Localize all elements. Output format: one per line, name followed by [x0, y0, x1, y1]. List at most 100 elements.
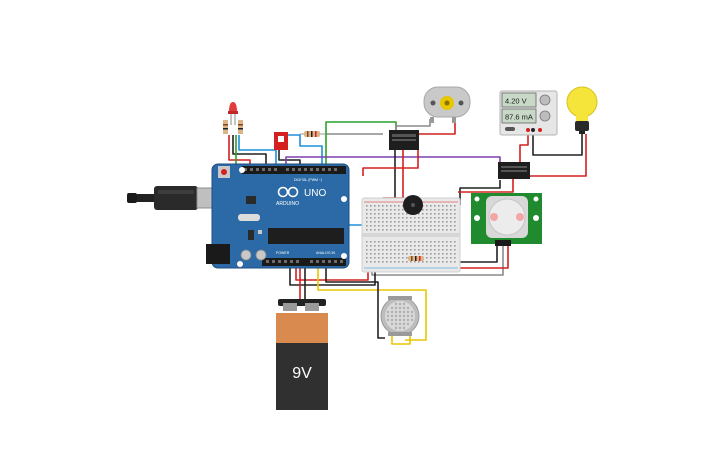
- breadboard-hole[interactable]: [450, 213, 452, 215]
- breadboard-hole[interactable]: [422, 245, 424, 247]
- breadboard-hole[interactable]: [438, 253, 440, 255]
- breadboard-hole[interactable]: [422, 229, 424, 231]
- breadboard-hole[interactable]: [438, 225, 440, 227]
- breadboard-hole[interactable]: [418, 217, 420, 219]
- breadboard-hole[interactable]: [454, 253, 456, 255]
- breadboard-hole[interactable]: [446, 229, 448, 231]
- breadboard-hole[interactable]: [414, 217, 416, 219]
- breadboard-hole[interactable]: [394, 249, 396, 251]
- breadboard-hole[interactable]: [450, 221, 452, 223]
- battery-9v[interactable]: 9V: [276, 299, 328, 410]
- breadboard-hole[interactable]: [414, 225, 416, 227]
- breadboard-hole[interactable]: [450, 217, 452, 219]
- breadboard-hole[interactable]: [418, 249, 420, 251]
- wire-black-meter[interactable]: [532, 130, 583, 156]
- breadboard-hole[interactable]: [442, 241, 444, 243]
- breadboard-hole[interactable]: [418, 229, 420, 231]
- relay-icon[interactable]: [389, 130, 419, 150]
- breadboard-hole[interactable]: [394, 253, 396, 255]
- breadboard-hole[interactable]: [438, 205, 440, 207]
- breadboard-hole[interactable]: [410, 249, 412, 251]
- breadboard-hole[interactable]: [402, 221, 404, 223]
- breadboard-hole[interactable]: [410, 241, 412, 243]
- resistor-top[interactable]: [300, 131, 326, 137]
- breadboard-hole[interactable]: [374, 225, 376, 227]
- breadboard-hole[interactable]: [438, 221, 440, 223]
- breadboard-hole[interactable]: [366, 249, 368, 251]
- multimeter-knob-top[interactable]: [539, 94, 551, 106]
- breadboard-hole[interactable]: [442, 209, 444, 211]
- breadboard-hole[interactable]: [378, 261, 380, 263]
- breadboard-hole[interactable]: [438, 209, 440, 211]
- breadboard-hole[interactable]: [434, 209, 436, 211]
- breadboard-hole[interactable]: [426, 229, 428, 231]
- wire-red-meter[interactable]: [519, 130, 529, 165]
- breadboard-hole[interactable]: [382, 217, 384, 219]
- breadboard-hole[interactable]: [450, 257, 452, 259]
- breadboard-hole[interactable]: [394, 229, 396, 231]
- breadboard-hole[interactable]: [374, 217, 376, 219]
- breadboard-hole[interactable]: [430, 225, 432, 227]
- breadboard-hole[interactable]: [446, 253, 448, 255]
- breadboard-hole[interactable]: [426, 257, 428, 259]
- breadboard-hole[interactable]: [414, 221, 416, 223]
- breadboard-hole[interactable]: [442, 221, 444, 223]
- breadboard-hole[interactable]: [430, 205, 432, 207]
- multimeter-panel[interactable]: 4.20 V 87.6 mA: [499, 90, 558, 136]
- breadboard-hole[interactable]: [426, 253, 428, 255]
- breadboard-hole[interactable]: [454, 241, 456, 243]
- breadboard-hole[interactable]: [386, 221, 388, 223]
- breadboard-hole[interactable]: [450, 245, 452, 247]
- breadboard-hole[interactable]: [406, 229, 408, 231]
- breadboard-hole[interactable]: [370, 229, 372, 231]
- breadboard-hole[interactable]: [434, 225, 436, 227]
- breadboard-hole[interactable]: [390, 253, 392, 255]
- breadboard-hole[interactable]: [374, 205, 376, 207]
- breadboard-hole[interactable]: [402, 257, 404, 259]
- breadboard-hole[interactable]: [450, 205, 452, 207]
- breadboard-hole[interactable]: [386, 253, 388, 255]
- breadboard-hole[interactable]: [386, 257, 388, 259]
- breadboard-hole[interactable]: [434, 261, 436, 263]
- breadboard-hole[interactable]: [370, 249, 372, 251]
- wire-bottom-black2[interactable]: [325, 268, 385, 339]
- breadboard-hole[interactable]: [426, 261, 428, 263]
- breadboard-hole[interactable]: [410, 253, 412, 255]
- breadboard-hole[interactable]: [430, 221, 432, 223]
- breadboard-hole[interactable]: [418, 261, 420, 263]
- breadboard-hole[interactable]: [366, 221, 368, 223]
- wire-pir-black[interactable]: [460, 246, 498, 263]
- breadboard-hole[interactable]: [390, 245, 392, 247]
- breadboard-hole[interactable]: [378, 253, 380, 255]
- breadboard-hole[interactable]: [430, 241, 432, 243]
- breadboard-hole[interactable]: [366, 225, 368, 227]
- breadboard-hole[interactable]: [398, 245, 400, 247]
- breadboard-hole[interactable]: [410, 245, 412, 247]
- breadboard-hole[interactable]: [454, 249, 456, 251]
- breadboard-hole[interactable]: [434, 229, 436, 231]
- breadboard-hole[interactable]: [386, 245, 388, 247]
- breadboard-hole[interactable]: [446, 225, 448, 227]
- breadboard-hole[interactable]: [390, 213, 392, 215]
- breadboard-hole[interactable]: [378, 241, 380, 243]
- breadboard-hole[interactable]: [418, 253, 420, 255]
- breadboard-hole[interactable]: [378, 229, 380, 231]
- breadboard-hole[interactable]: [450, 249, 452, 251]
- breadboard-hole[interactable]: [382, 253, 384, 255]
- breadboard-hole[interactable]: [418, 245, 420, 247]
- breadboard-hole[interactable]: [398, 205, 400, 207]
- breadboard-hole[interactable]: [374, 229, 376, 231]
- breadboard-hole[interactable]: [454, 217, 456, 219]
- breadboard-hole[interactable]: [370, 217, 372, 219]
- breadboard-hole[interactable]: [398, 249, 400, 251]
- breadboard-hole[interactable]: [434, 241, 436, 243]
- led-icon[interactable]: [223, 102, 243, 134]
- breadboard-hole[interactable]: [374, 241, 376, 243]
- breadboard-hole[interactable]: [398, 253, 400, 255]
- breadboard-hole[interactable]: [370, 261, 372, 263]
- breadboard-hole[interactable]: [410, 221, 412, 223]
- breadboard-hole[interactable]: [434, 217, 436, 219]
- breadboard-hole[interactable]: [398, 213, 400, 215]
- breadboard-hole[interactable]: [370, 209, 372, 211]
- breadboard-hole[interactable]: [422, 241, 424, 243]
